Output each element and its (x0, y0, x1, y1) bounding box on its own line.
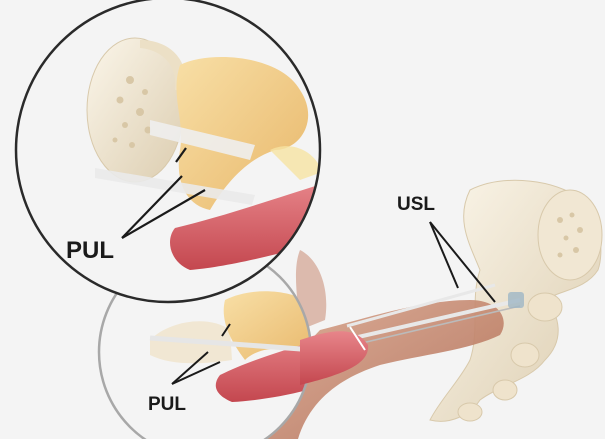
pul-small-label: PUL (148, 394, 186, 415)
usl-label: USL (397, 194, 435, 215)
sacral-vertebra-face (538, 190, 602, 280)
ligament-anchor-icon (508, 292, 524, 308)
pul-magnified-label: PUL (66, 237, 114, 264)
